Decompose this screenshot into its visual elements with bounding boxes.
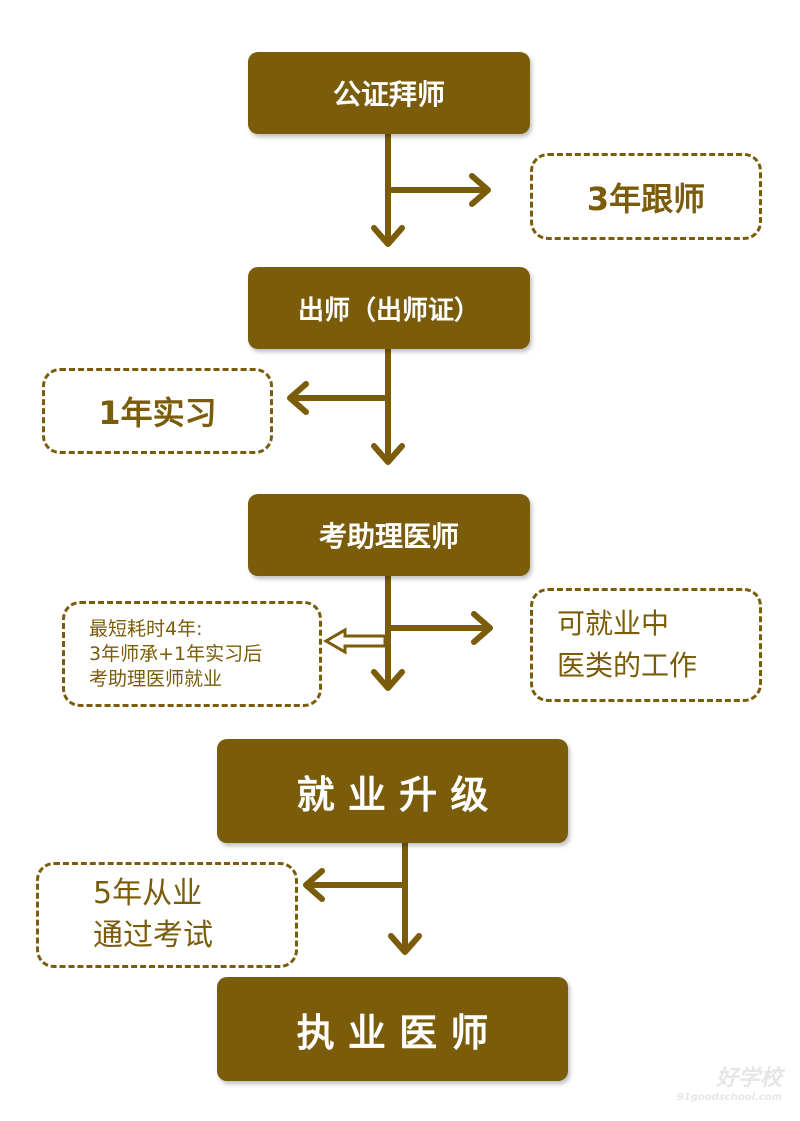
- step-assistant-exam: 考助理医师: [248, 494, 530, 576]
- step-label: 就 业 升 级: [296, 772, 489, 817]
- note-shortest-time: 最短耗时4年: 3年师承+1年实习后 考助理医师就业: [62, 601, 322, 707]
- arrow-right-employment: [385, 611, 493, 645]
- step-label: 出师（出师证）: [297, 295, 480, 326]
- note-practice: 5年从业 通过考试: [36, 862, 298, 968]
- step-upgrade: 就 业 升 级: [217, 739, 568, 843]
- note-line: 最短耗时4年:: [89, 617, 203, 640]
- arrow-down-4: [388, 840, 422, 955]
- arrow-down-3: [371, 573, 405, 691]
- note-line: 考助理医师就业: [89, 667, 223, 690]
- hollow-arrow-left: [323, 627, 387, 655]
- note-employment: 可就业中 医类的工作: [530, 588, 762, 702]
- note-apprentice: 3年跟师: [530, 153, 762, 240]
- arrow-left-internship: [287, 381, 391, 415]
- step-label: 执 业 医 师: [296, 1010, 489, 1055]
- note-internship: 1年实习: [42, 368, 273, 454]
- note-line: 5年从业: [93, 876, 203, 911]
- watermark-text: 好学校: [715, 1066, 782, 1091]
- arrow-left-practice: [303, 868, 408, 902]
- watermark-url: 91goodschool.com: [676, 1092, 782, 1103]
- step-apprenticeship: 公证拜师: [248, 52, 530, 134]
- note-line: 医类的工作: [557, 649, 698, 682]
- arrow-down-2: [371, 346, 405, 465]
- step-graduation: 出师（出师证）: [248, 267, 530, 349]
- arrow-right-apprentice: [385, 173, 491, 207]
- step-label: 考助理医师: [318, 520, 459, 553]
- step-licensed-physician: 执 业 医 师: [217, 977, 568, 1081]
- note-line: 通过考试: [93, 918, 213, 953]
- step-label: 公证拜师: [332, 78, 445, 111]
- note-text: 1年实习: [98, 394, 217, 432]
- note-line: 可就业中: [557, 607, 670, 640]
- note-line: 3年师承+1年实习后: [89, 642, 263, 665]
- watermark-logo: 好学校 91goodschool.com: [677, 1060, 782, 1103]
- note-text: 3年跟师: [586, 179, 706, 218]
